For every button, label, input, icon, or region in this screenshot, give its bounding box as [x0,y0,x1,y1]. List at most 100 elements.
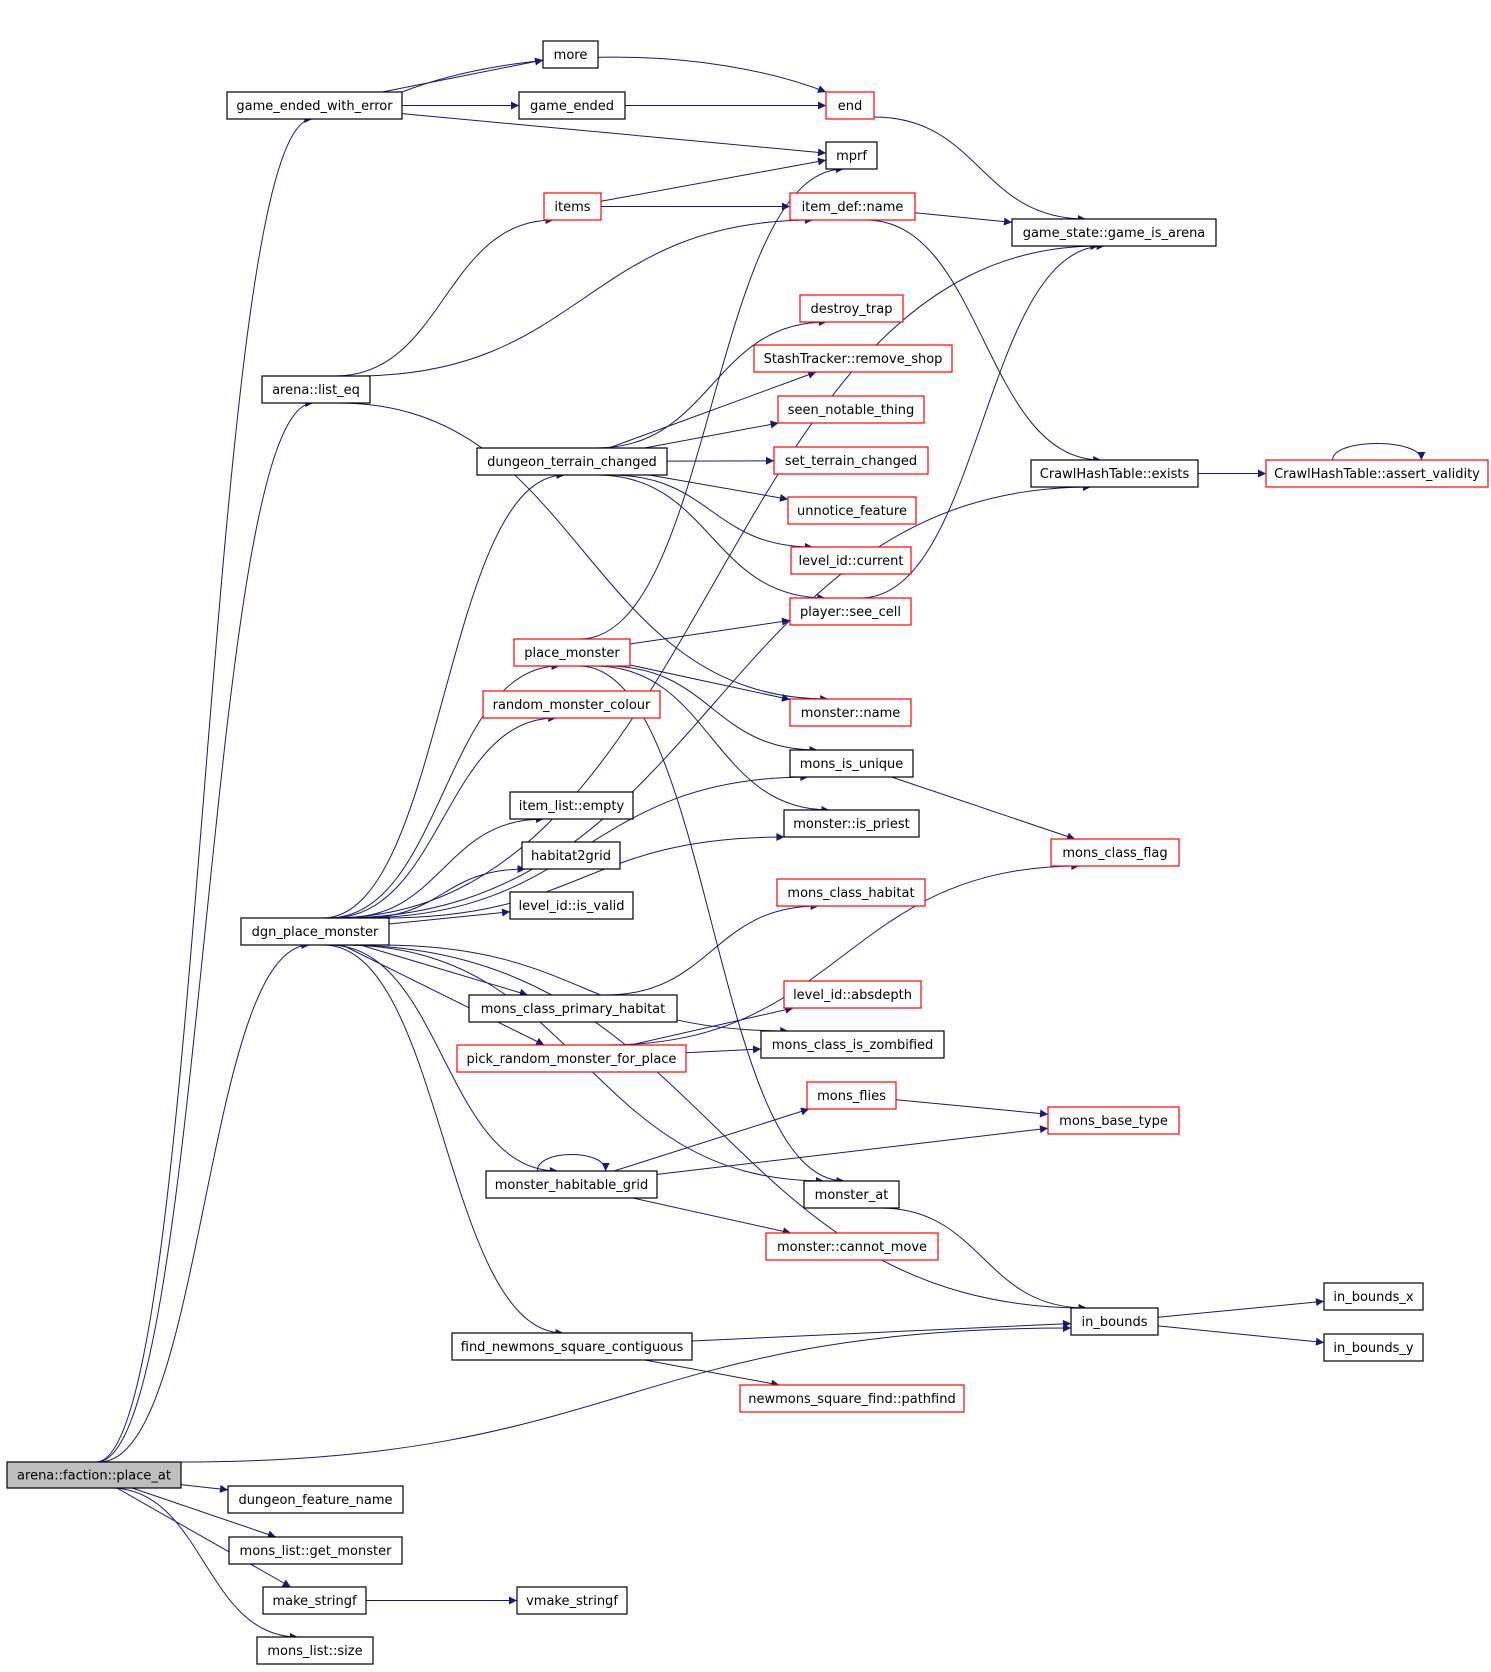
node-monster-at[interactable]: monster_at [803,1180,900,1209]
node-box[interactable] [542,40,599,69]
node-box[interactable] [513,638,631,667]
node-box[interactable] [1070,1307,1159,1336]
node-box[interactable] [787,496,917,525]
node-box[interactable] [773,446,929,475]
node-in-bounds[interactable]: in_bounds [1070,1307,1159,1336]
node-mons-class-habitat[interactable]: mons_class_habitat [776,878,926,907]
node-mons-class-is-zombified[interactable]: mons_class_is_zombified [760,1030,945,1059]
node-dungeon-terrain-changed[interactable]: dungeon_terrain_changed [476,447,668,476]
node-game-ended-with-error[interactable]: game_ended_with_error [226,91,403,120]
node-destroy-trap[interactable]: destroy_trap [799,294,904,323]
node-box[interactable] [825,91,875,120]
node-box[interactable] [790,546,912,575]
node-box[interactable] [806,1081,897,1110]
node-level-id-current[interactable]: level_id::current [790,546,912,575]
node-mons-flies[interactable]: mons_flies [806,1081,897,1110]
node-box[interactable] [777,395,925,424]
node-box[interactable] [518,91,626,120]
node-box[interactable] [783,809,920,838]
node-box[interactable] [456,1044,687,1073]
node-level-id-absdepth[interactable]: level_id::absdepth [783,980,922,1009]
node-more[interactable]: more [542,40,599,69]
node-box[interactable] [789,597,912,626]
node-box[interactable] [228,1536,403,1565]
node-mons-class-flag[interactable]: mons_class_flag [1050,838,1180,867]
node-hash-exists[interactable]: CrawlHashTable::exists [1030,459,1199,488]
node-habitat2grid[interactable]: habitat2grid [521,841,621,870]
node-box[interactable] [760,1030,945,1059]
node-box[interactable] [226,91,403,120]
node-in-bounds-x[interactable]: in_bounds_x [1323,1282,1424,1311]
node-box[interactable] [468,994,678,1023]
node-box[interactable] [789,698,912,727]
node-box[interactable] [1047,1106,1180,1135]
node-level-id-is-valid[interactable]: level_id::is_valid [509,891,634,920]
node-set-terrain-changed[interactable]: set_terrain_changed [773,446,929,475]
node-box[interactable] [476,447,668,476]
node-box[interactable] [789,192,916,221]
node-box[interactable] [1323,1333,1424,1362]
node-mons-class-primary-habitat[interactable]: mons_class_primary_habitat [468,994,678,1023]
node-item-list-empty[interactable]: item_list::empty [509,791,634,820]
node-box[interactable] [739,1384,965,1413]
node-seen-notable-thing[interactable]: seen_notable_thing [777,395,925,424]
node-box[interactable] [789,749,914,778]
node-box[interactable] [803,1180,900,1209]
node-box[interactable] [509,891,634,920]
node-box[interactable] [765,1232,939,1261]
node-pick-random-monster-for-place[interactable]: pick_random_monster_for_place [456,1044,687,1073]
node-box[interactable] [6,1461,182,1489]
node-place-at[interactable]: arena::faction::place_at [6,1461,182,1489]
node-unnotice-feature[interactable]: unnotice_feature [787,496,917,525]
node-box[interactable] [482,690,661,719]
node-box[interactable] [240,917,390,946]
node-box[interactable] [261,375,371,404]
node-game-ended[interactable]: game_ended [518,91,626,120]
node-is-priest[interactable]: monster::is_priest [783,809,920,838]
node-box[interactable] [783,980,922,1009]
node-box[interactable] [776,878,926,907]
node-box[interactable] [799,294,904,323]
node-vmake-stringf[interactable]: vmake_stringf [516,1586,628,1615]
node-cannot-move[interactable]: monster::cannot_move [765,1232,939,1261]
node-mons-list-size[interactable]: mons_list::size [256,1636,374,1665]
node-box[interactable] [521,841,621,870]
node-place-monster[interactable]: place_monster [513,638,631,667]
node-monster-habitable-grid[interactable]: monster_habitable_grid [485,1170,658,1199]
node-assert-validity[interactable]: CrawlHashTable::assert_validity [1265,459,1489,488]
node-box[interactable] [1265,459,1489,488]
node-items[interactable]: items [543,192,602,221]
node-end[interactable]: end [825,91,875,120]
node-game-is-arena[interactable]: game_state::game_is_arena [1011,218,1217,247]
node-list-eq[interactable]: arena::list_eq [261,375,371,404]
node-box[interactable] [485,1170,658,1199]
node-box[interactable] [262,1586,367,1615]
node-pathfind[interactable]: newmons_square_find::pathfind [739,1384,965,1413]
node-box[interactable] [509,791,634,820]
node-box[interactable] [227,1485,404,1514]
node-in-bounds-y[interactable]: in_bounds_y [1323,1333,1424,1362]
node-box[interactable] [1030,459,1199,488]
node-box[interactable] [1050,838,1180,867]
node-item-def-name[interactable]: item_def::name [789,192,916,221]
node-dgn-place-monster[interactable]: dgn_place_monster [240,917,390,946]
node-box[interactable] [516,1586,628,1615]
node-box[interactable] [451,1332,693,1361]
node-mons-base-type[interactable]: mons_base_type [1047,1106,1180,1135]
node-mprf[interactable]: mprf [825,141,878,170]
node-box[interactable] [1323,1282,1424,1311]
node-box[interactable] [1011,218,1217,247]
node-get-monster[interactable]: mons_list::get_monster [228,1536,403,1565]
node-box[interactable] [543,192,602,221]
node-make-stringf[interactable]: make_stringf [262,1586,367,1615]
node-random-monster-colour[interactable]: random_monster_colour [482,690,661,719]
node-box[interactable] [256,1636,374,1665]
node-box[interactable] [825,141,878,170]
node-remove-shop[interactable]: StashTracker::remove_shop [753,344,953,373]
node-mons-is-unique[interactable]: mons_is_unique [789,749,914,778]
node-monster-name[interactable]: monster::name [789,698,912,727]
node-box[interactable] [753,344,953,373]
node-see-cell[interactable]: player::see_cell [789,597,912,626]
node-dungeon-feature-name[interactable]: dungeon_feature_name [227,1485,404,1514]
node-find-newmons[interactable]: find_newmons_square_contiguous [451,1332,693,1361]
